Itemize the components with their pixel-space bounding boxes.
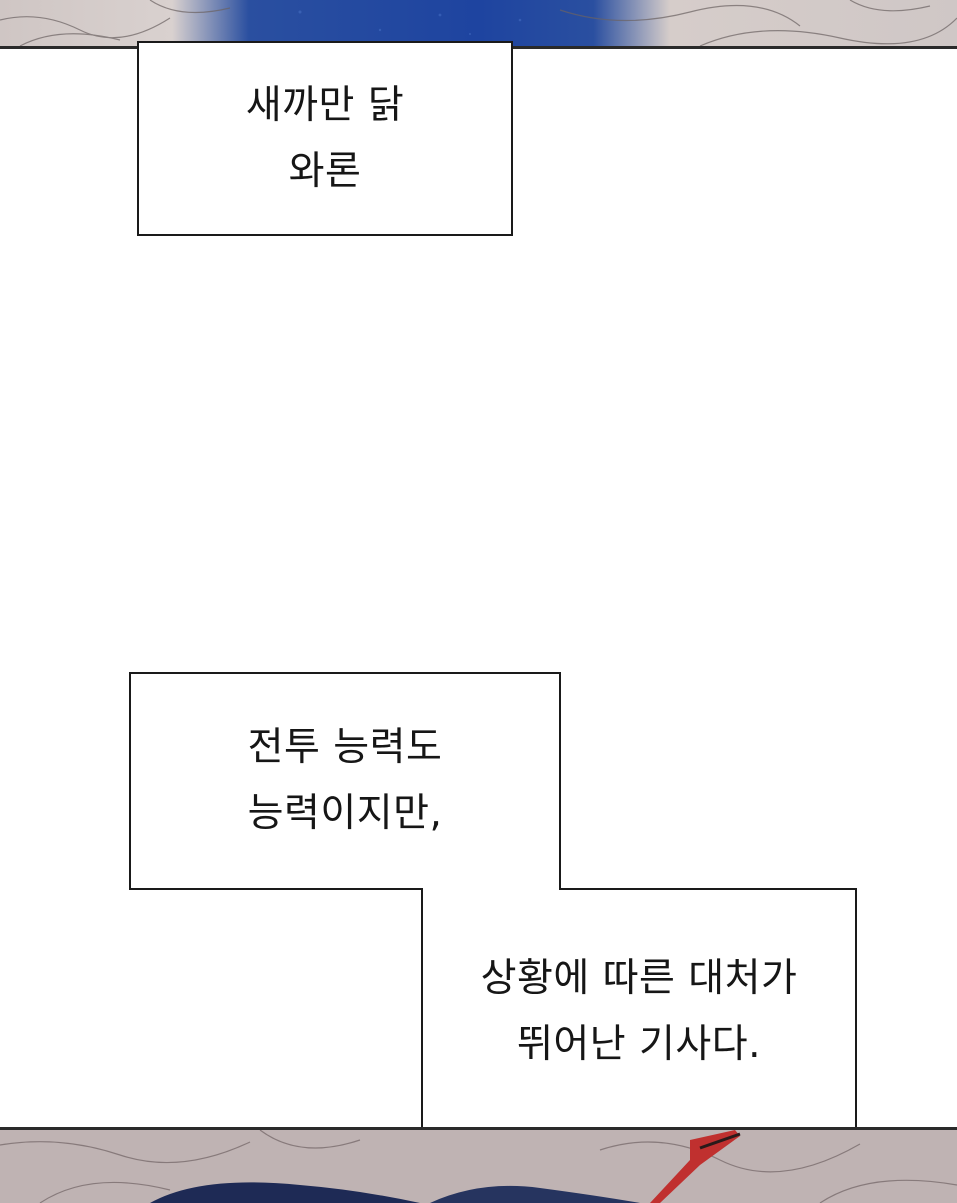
caption-3-line-2: 뛰어난 기사다. bbox=[516, 1022, 762, 1067]
top-art-lines bbox=[0, 0, 957, 46]
bottom-art-panel bbox=[0, 1127, 957, 1203]
bottom-art-shapes bbox=[0, 1130, 957, 1203]
caption-box-2: 전투 능력도 능력이지만, bbox=[129, 672, 561, 890]
caption-box-1: 새까만 닭 와론 bbox=[137, 41, 513, 236]
caption-2-line-2: 능력이지만, bbox=[247, 791, 443, 836]
caption-3-line-1: 상황에 따른 대처가 bbox=[480, 956, 798, 1001]
caption-1-line-2: 와론 bbox=[288, 148, 362, 194]
caption-1-line-1: 새까만 닭 bbox=[245, 82, 405, 128]
caption-seam bbox=[423, 886, 559, 892]
caption-2-line-1: 전투 능력도 bbox=[247, 725, 443, 770]
caption-box-3: 상황에 따른 대처가 뛰어난 기사다. bbox=[421, 888, 857, 1136]
